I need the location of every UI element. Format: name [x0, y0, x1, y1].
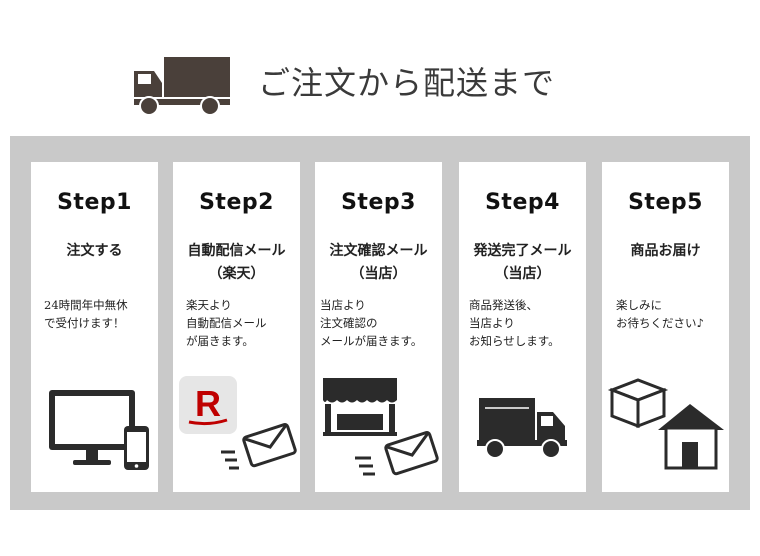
step5-illustration [607, 378, 724, 470]
step-label: Step2 [199, 190, 274, 215]
envelope-icon [355, 431, 439, 476]
heading-line: 自動配信メール [187, 243, 286, 259]
step-card-2: Step2 自動配信メール （楽天） 楽天より 自動配信メール が届きます。 R [173, 162, 300, 492]
step-description: 24時間年中無休 で受付けます！ [31, 296, 158, 332]
desc-line: 24時間年中無休 [44, 298, 128, 312]
step-label: Step5 [628, 190, 703, 215]
step-label: Step3 [341, 190, 416, 215]
delivery-truck-icon [477, 398, 567, 459]
desc-line: 楽しみに [616, 298, 662, 312]
page-title: ご注文から配送まで [258, 64, 556, 102]
heading-line: 商品お届け [630, 243, 701, 259]
delivery-truck-icon [134, 57, 230, 116]
heading-line: 注文確認メール [329, 243, 428, 259]
step-description: 当店より 注文確認の メールが届きます。 [315, 296, 442, 350]
desc-line: が届きます。 [186, 334, 254, 348]
step2-illustration: R [179, 376, 297, 470]
desc-line: で受付けます！ [44, 316, 125, 330]
desc-line: 当店より [469, 316, 515, 330]
smartphone-icon [124, 426, 149, 470]
step-heading: 発送完了メール （当店） [459, 240, 586, 286]
desc-line: 注文確認の [320, 316, 378, 330]
step-card-5: Step5 商品お届け 楽しみに お待ちください♪ [602, 162, 729, 492]
heading-line: 注文する [66, 243, 123, 259]
desc-line: 当店より [320, 298, 366, 312]
step-description: 商品発送後、 当店より お知らせします。 [459, 296, 586, 350]
monitor-icon [49, 390, 135, 465]
step3-illustration [323, 378, 439, 476]
desc-line: 楽天より [186, 298, 232, 312]
house-icon [658, 404, 724, 470]
envelope-icon [221, 423, 297, 470]
heading-line: （当店） [350, 266, 407, 282]
step-label: Step4 [485, 190, 560, 215]
step-heading: 自動配信メール （楽天） [173, 240, 300, 286]
desc-line: お知らせします。 [469, 334, 560, 348]
desc-line: お待ちください♪ [616, 316, 704, 330]
step-description: 楽しみに お待ちください♪ [602, 296, 729, 332]
step-card-1: Step1 注文する 24時間年中無休 で受付けます！ [31, 162, 158, 492]
heading-line: （楽天） [208, 266, 265, 282]
package-box-icon [607, 378, 669, 429]
step-heading: 注文確認メール （当店） [315, 240, 442, 286]
steps-panel: Step1 注文する 24時間年中無休 で受付けます！ Step2 自動 [10, 136, 750, 510]
desc-line: メールが届きます。 [320, 334, 423, 348]
step-heading: 注文する [31, 240, 158, 263]
storefront-icon [323, 378, 397, 436]
step-label: Step1 [57, 190, 132, 215]
heading-line: 発送完了メール [473, 243, 572, 259]
rakuten-logo-letter: R [195, 383, 221, 424]
heading-line: （当店） [494, 266, 551, 282]
step-heading: 商品お届け [602, 240, 729, 263]
step-description: 楽天より 自動配信メール が届きます。 [173, 296, 300, 350]
rakuten-logo-icon: R [179, 376, 237, 434]
desc-line: 自動配信メール [186, 316, 267, 330]
desc-line: 商品発送後、 [469, 298, 538, 312]
step1-illustration [49, 390, 149, 470]
step-card-4: Step4 発送完了メール （当店） 商品発送後、 当店より お知らせします。 [459, 162, 586, 492]
step-card-3: Step3 注文確認メール （当店） 当店より 注文確認の メールが届きます。 [315, 162, 442, 492]
page-header: ご注文から配送まで [0, 0, 760, 130]
